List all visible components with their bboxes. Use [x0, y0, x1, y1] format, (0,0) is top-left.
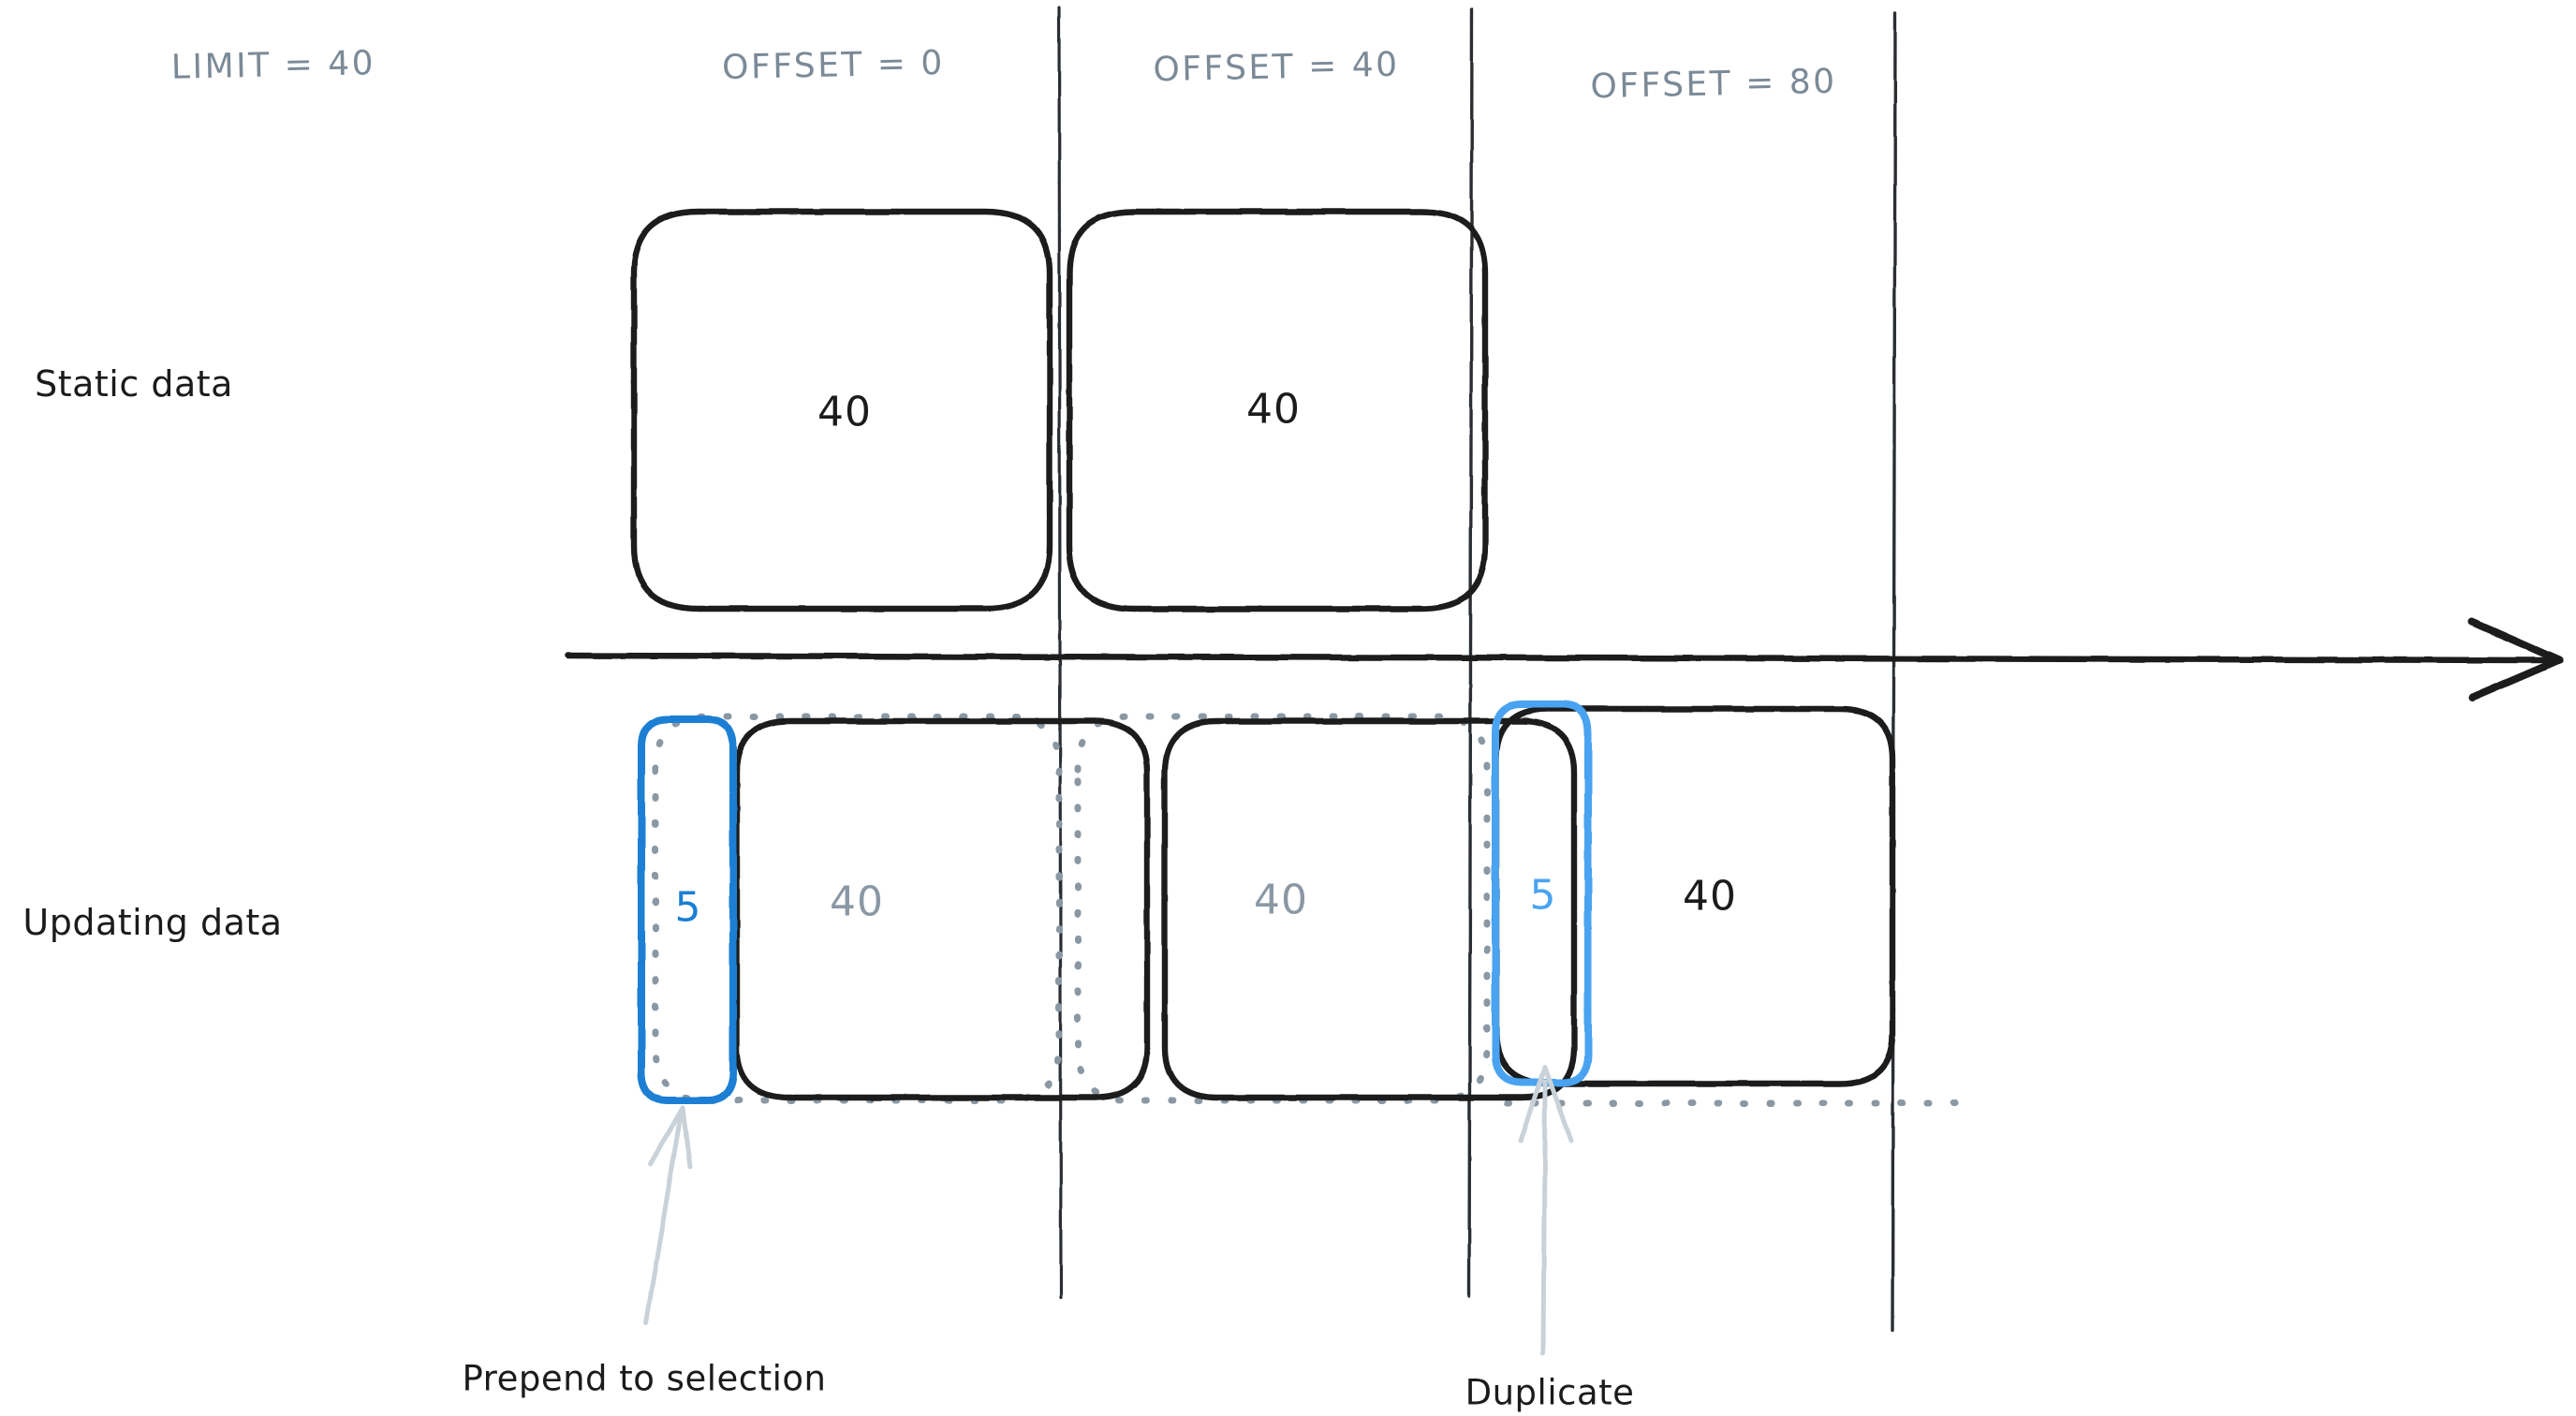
static-page-box-1 — [630, 208, 1053, 612]
row-label-updating-data: Updating data — [22, 902, 283, 943]
prepend-arrow-line — [643, 1112, 684, 1325]
divider-offset-40 — [1467, 7, 1474, 1298]
duplicate-box-5 — [1492, 701, 1592, 1086]
divider-offset-80 — [1891, 11, 1897, 1332]
updating-page-box-3 — [1493, 705, 1896, 1087]
annotation-arrows — [643, 1065, 1574, 1356]
static-row-boxes — [630, 208, 1489, 612]
timeline-axis-arrow — [564, 618, 2563, 701]
prepend-box-5 — [638, 715, 737, 1104]
updating-page-box-2 — [1161, 717, 1578, 1101]
duplicate-arrow-line — [1540, 1079, 1548, 1356]
divider-offset-0 — [1057, 6, 1063, 1300]
column-header-offset-40: OFFSET = 40 — [1153, 45, 1400, 90]
updating-highlight-boxes — [638, 701, 1592, 1104]
updating-page-value-3: 40 — [1683, 872, 1737, 921]
annotation-duplicate: Duplicate — [1465, 1372, 1635, 1413]
updating-page-value-1: 40 — [830, 878, 884, 926]
updating-page-value-2: 40 — [1254, 876, 1308, 924]
static-page-value-2: 40 — [1246, 385, 1301, 434]
duplicate-arrow-head — [1518, 1065, 1574, 1143]
updating-prepend-value: 5 — [674, 883, 702, 932]
column-header-offset-0: OFFSET = 0 — [721, 44, 946, 87]
prepend-arrow-head — [648, 1105, 693, 1170]
updating-page-box-1 — [733, 717, 1151, 1101]
updating-actual-boxes — [733, 705, 1896, 1101]
row-label-static-data: Static data — [35, 363, 233, 405]
updating-duplicate-value: 5 — [1529, 871, 1557, 920]
static-page-box-2 — [1066, 208, 1489, 612]
column-dividers — [1057, 6, 1897, 1332]
static-page-value-1: 40 — [817, 388, 872, 436]
column-header-limit: LIMIT = 40 — [170, 44, 376, 87]
column-header-offset-80: OFFSET = 80 — [1590, 62, 1837, 107]
annotation-prepend-to-selection: Prepend to selection — [462, 1358, 827, 1399]
